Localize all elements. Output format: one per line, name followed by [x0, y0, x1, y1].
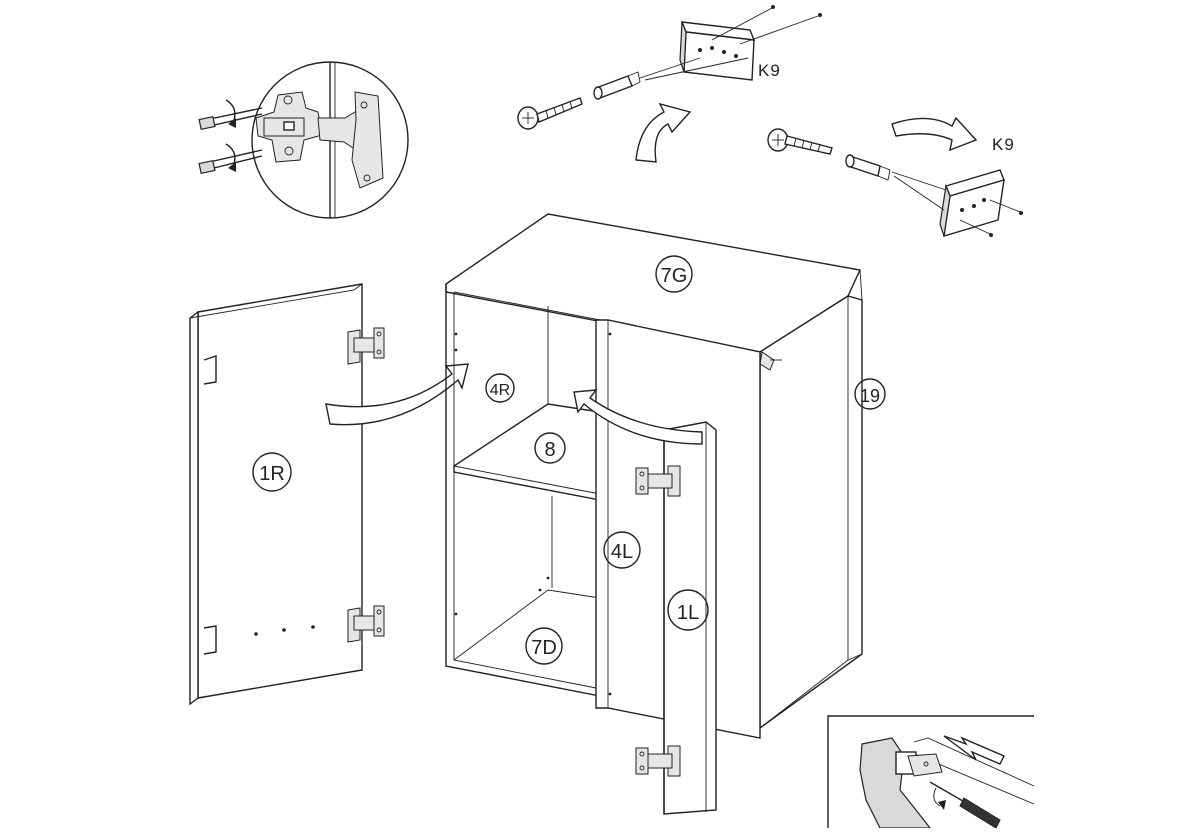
hanging-bracket-icon: [939, 169, 1005, 237]
screw-icon: [767, 128, 833, 155]
label-k9-right: K9: [992, 135, 1015, 154]
label-1l: 1L: [677, 602, 699, 624]
hanger-adjust-detail: [827, 715, 1035, 829]
label-1r: 1R: [259, 463, 285, 485]
label-7g: 7G: [661, 265, 688, 287]
door-1l: 1L: [635, 421, 717, 815]
hinge-detail-circle: [198, 61, 409, 219]
wall-mount-detail-top: K9: [517, 5, 822, 163]
screw-icon: [517, 97, 583, 130]
cabinet-hinge-icon: [347, 327, 385, 365]
wall-plug-icon: [593, 71, 641, 100]
cabinet-hinge-icon: [635, 745, 681, 777]
label-4l: 4L: [611, 541, 633, 563]
cabinet-hinge-icon: [635, 465, 681, 497]
label-7d: 7D: [531, 637, 557, 659]
label-19: 19: [860, 386, 880, 406]
hanging-bracket-icon: [679, 21, 756, 81]
wall-mount-detail-right: K9: [767, 116, 1023, 237]
wall-plug-icon: [845, 154, 891, 181]
label-4r: 4R: [490, 382, 510, 399]
label-k9-top: K9: [758, 61, 781, 80]
door-1r: 1R: [189, 283, 385, 706]
label-8: 8: [544, 439, 555, 461]
cabinet-hinge-icon: [347, 605, 385, 643]
